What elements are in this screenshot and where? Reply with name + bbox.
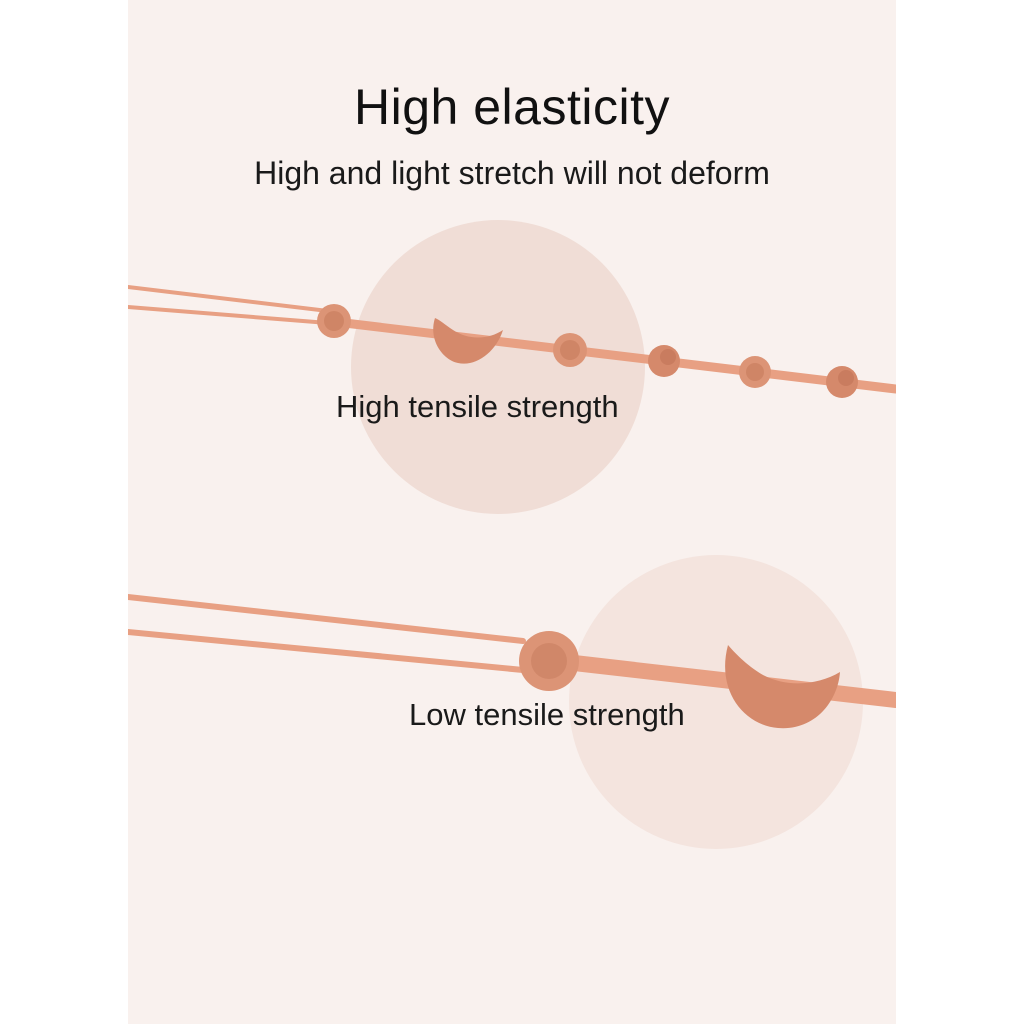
bead-sun (553, 333, 587, 367)
bead-sun (519, 631, 579, 691)
strap-loop-lower (128, 629, 526, 673)
illustration (128, 0, 896, 1024)
bead-moon (433, 318, 503, 364)
highlight-circle-high (351, 220, 645, 514)
bead-sun (317, 304, 351, 338)
title: High elasticity (354, 79, 670, 135)
strap-loop-upper (128, 285, 330, 313)
highlight-circle-low (569, 555, 863, 849)
panel: High elasticity High and light stretch w… (128, 0, 896, 1024)
bead-moon-small (826, 366, 858, 398)
low-tensile-label: Low tensile strength (409, 697, 685, 732)
strap-loop-lower (128, 305, 330, 325)
high-tensile-label: High tensile strength (336, 389, 619, 424)
bead-moon (725, 645, 840, 729)
bead-moon-small (648, 345, 680, 377)
subtitle: High and light stretch will not deform (254, 155, 770, 191)
strap-main (323, 316, 896, 394)
strap-high-tension (128, 285, 896, 398)
bead-sun (739, 356, 771, 388)
strap-main (540, 652, 896, 708)
strap-low-tension (128, 594, 896, 729)
strap-loop-upper (128, 594, 526, 644)
